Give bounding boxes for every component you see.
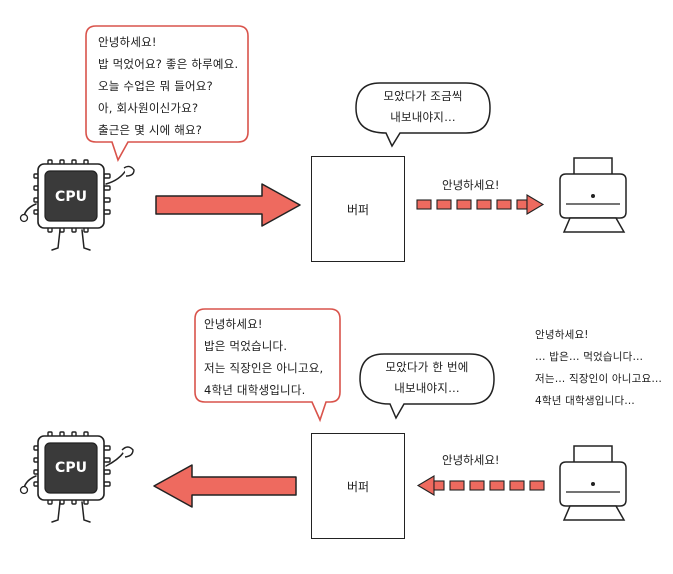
bottom-buffer-thought-text: 모았다가 한 번에 내보내야지…: [385, 360, 469, 395]
bottom-buffer-box: 버퍼: [311, 433, 405, 539]
bottom-printer-to-buffer-arrow-icon: [416, 475, 545, 496]
bottom-buffer-label: 버퍼: [346, 479, 370, 494]
top-printer-icon: [559, 157, 627, 233]
bottom-printer-message: 안녕하세요! … 밥은… 먹었습니다… 저는… 직장인이 아니고요… 4학년 대…: [535, 329, 663, 407]
bottom-cpu-message: 안녕하세요! 밥은 먹었습니다. 저는 직장인은 아니고요, 4학년 대학생입니…: [204, 317, 324, 397]
top-arrow-label: 안녕하세요!: [442, 178, 500, 192]
top-buffer-label: 버퍼: [346, 202, 370, 217]
top-buffer-to-printer-arrow-icon: [416, 194, 545, 215]
top-cpu-label: CPU: [55, 189, 87, 205]
top-buffer-thought-bubble: [355, 82, 491, 148]
bottom-arrow-label: 안녕하세요!: [442, 453, 500, 467]
bottom-buffer-to-cpu-arrow-icon: [153, 464, 297, 508]
top-cpu-message: 안녕하세요! 밥 먹었어요? 좋은 하루예요. 오늘 수업은 뭐 들어요? 아,…: [98, 35, 239, 137]
bottom-cpu-speech-bubble: [194, 308, 341, 423]
top-cpu-to-buffer-arrow-icon: [155, 183, 301, 227]
top-buffer-box: 버퍼: [311, 156, 405, 262]
top-cpu-speech-bubble: [85, 25, 249, 162]
bottom-cpu-label: CPU: [55, 460, 87, 476]
top-buffer-thought-text: 모았다가 조금씩 내보내야지…: [383, 89, 463, 124]
top-cpu-chip-icon: [19, 159, 135, 251]
bottom-cpu-chip-icon: [19, 431, 134, 523]
bottom-buffer-thought-bubble: [359, 353, 495, 420]
bottom-printer-icon: [559, 445, 627, 521]
